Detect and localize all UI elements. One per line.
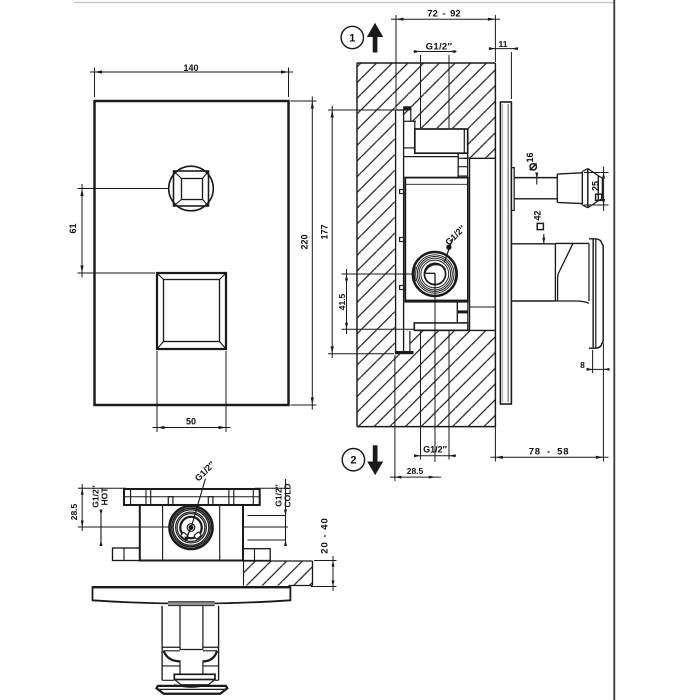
svg-text:28.5: 28.5 (69, 503, 79, 520)
svg-text:8: 8 (580, 360, 585, 370)
svg-text:20 - 40: 20 - 40 (320, 517, 331, 554)
svg-text:41.5: 41.5 (337, 293, 347, 310)
svg-text:50: 50 (186, 417, 196, 427)
svg-text:72 - 92: 72 - 92 (427, 9, 460, 20)
svg-text:G1/2″: G1/2″ (274, 484, 284, 507)
svg-text:11: 11 (499, 39, 508, 49)
svg-text:220: 220 (300, 234, 310, 249)
svg-text:G1/2″: G1/2″ (91, 485, 101, 508)
svg-text:G1/2″: G1/2″ (423, 445, 448, 455)
svg-text:G1/2″: G1/2″ (426, 42, 453, 53)
svg-text:COLD: COLD (283, 483, 293, 507)
svg-text:42: 42 (532, 210, 542, 220)
svg-text:28.5: 28.5 (407, 466, 424, 476)
svg-text:78 - 58: 78 - 58 (529, 447, 570, 458)
svg-text:25: 25 (591, 181, 601, 191)
svg-text:140: 140 (183, 63, 198, 73)
svg-text:HOT: HOT (100, 487, 110, 506)
svg-text:2: 2 (350, 455, 356, 467)
svg-text:16: 16 (525, 152, 535, 162)
svg-text:177: 177 (320, 224, 330, 239)
svg-text:1: 1 (349, 33, 355, 45)
svg-text:61: 61 (68, 223, 78, 233)
